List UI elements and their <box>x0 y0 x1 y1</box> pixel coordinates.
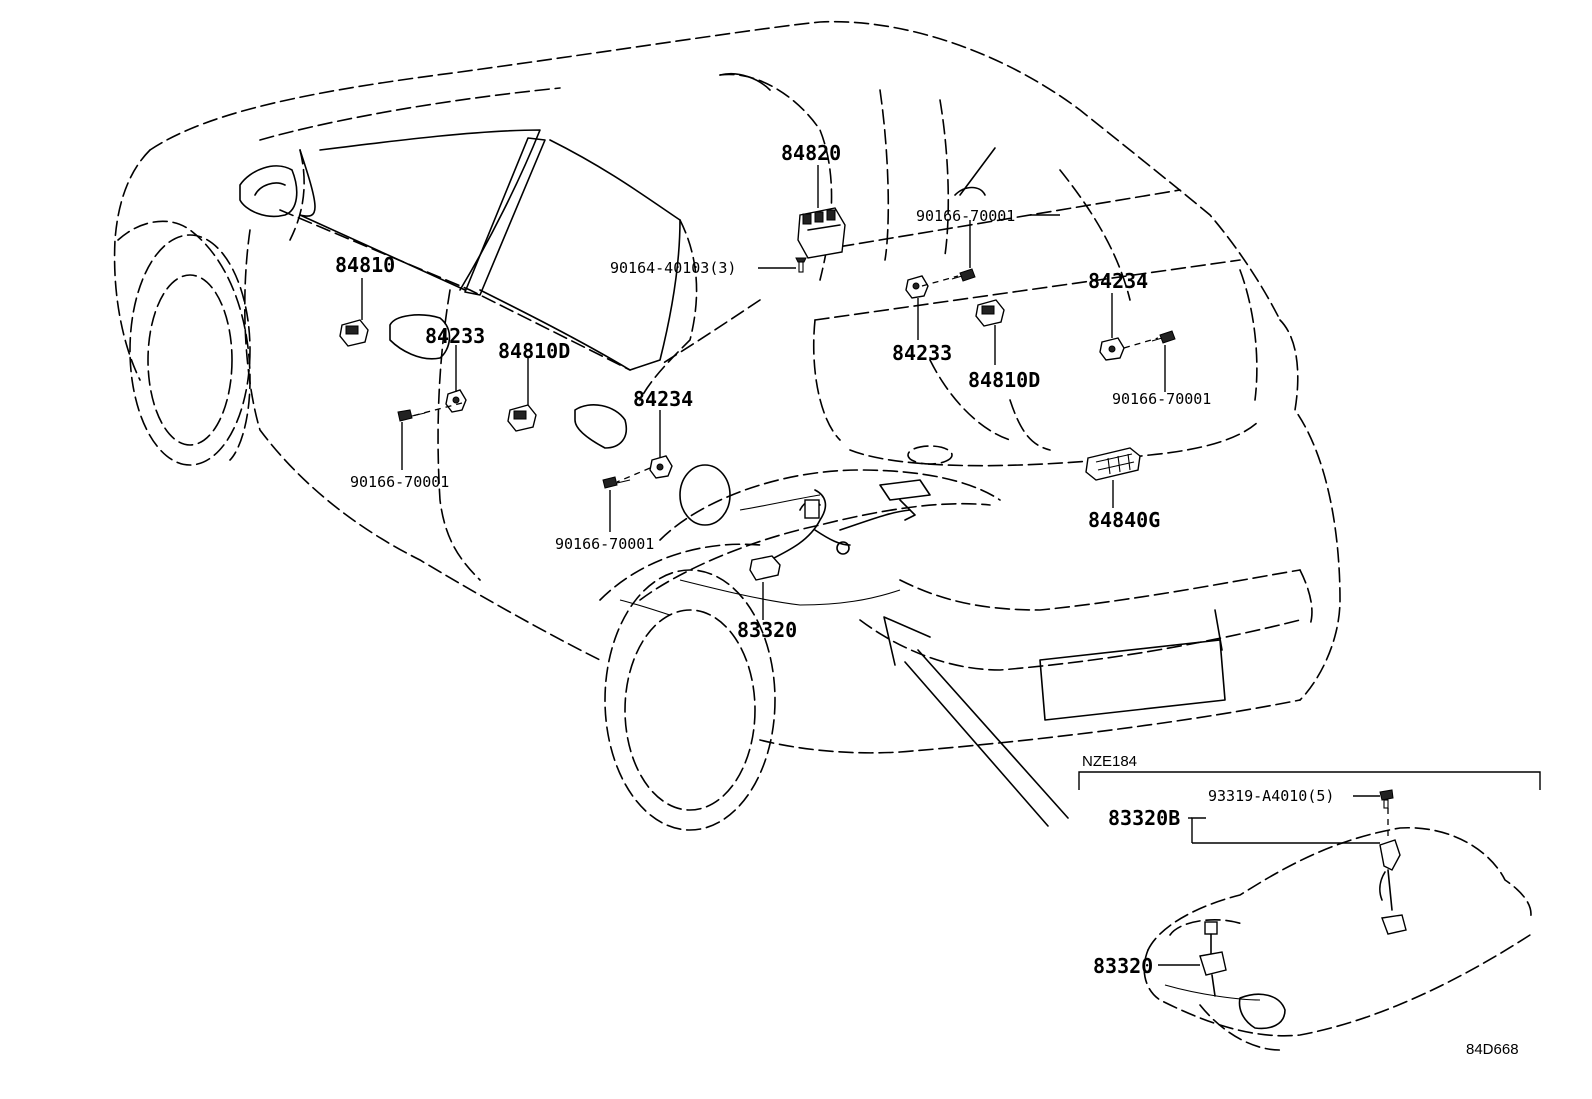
label-90166-center: 90166-70001 <box>555 535 654 553</box>
label-84234-left: 84234 <box>633 387 693 411</box>
label-83320: 83320 <box>737 618 797 642</box>
inset-pointer-arrow <box>883 616 1069 827</box>
screw-90166-center-icon <box>602 476 631 489</box>
label-84810: 84810 <box>335 253 395 277</box>
harness-assembly <box>769 489 916 561</box>
part-labels: 84820 84810 84233 84810D 84234 90164-401… <box>335 141 1211 642</box>
label-84820: 84820 <box>781 141 841 165</box>
inset-title: NZE184 <box>1082 753 1137 770</box>
label-84840G: 84840G <box>1088 508 1160 532</box>
inset-nze184: NZE184 93319-A4010(5) 83320B 83320 <box>1078 753 1541 1051</box>
label-90166-right: 90166-70001 <box>1112 390 1211 408</box>
car-body-outline <box>113 20 1341 831</box>
diagram-code: 84D668 <box>1466 1041 1519 1058</box>
leader-lines <box>361 165 1166 620</box>
label-84810D-left: 84810D <box>498 339 570 363</box>
part-84820-switch-icon <box>797 207 846 259</box>
screw-90166-right-icon <box>1151 330 1176 344</box>
screw-90164-icon <box>795 257 807 273</box>
part-83320-fuel-sender <box>749 555 781 581</box>
part-84233-left-icon <box>445 389 467 413</box>
screw-90166-left-icon <box>397 409 426 422</box>
label-83320-inset: 83320 <box>1093 954 1153 978</box>
label-90166-left: 90166-70001 <box>350 473 449 491</box>
part-84234-right-icon <box>1099 337 1125 361</box>
antenna <box>959 147 996 196</box>
label-83320B: 83320B <box>1108 806 1180 830</box>
part-84234-left-icon <box>649 455 673 479</box>
label-84810D-right: 84810D <box>968 368 1040 392</box>
antenna-base <box>954 186 986 196</box>
label-84234-right: 84234 <box>1088 269 1148 293</box>
screw-93319-icon <box>1379 789 1394 809</box>
screw-icons <box>397 257 1176 489</box>
part-84810D-left-switch-icon <box>507 404 537 432</box>
part-84810D-right-switch-icon <box>975 299 1005 327</box>
label-93319-A4010: 93319-A4010(5) <box>1208 787 1334 805</box>
label-90166-upper: 90166-70001 <box>916 207 1015 225</box>
label-84233-left: 84233 <box>425 324 485 348</box>
label-84233-right: 84233 <box>892 341 952 365</box>
part-84840G-switch-icon <box>1085 447 1141 481</box>
part-84233-right-icon <box>905 275 929 299</box>
label-90164-40103: 90164-40103(3) <box>610 259 736 277</box>
screw-90166-upper-icon <box>951 268 976 282</box>
part-84810-switch-icon <box>339 319 369 347</box>
